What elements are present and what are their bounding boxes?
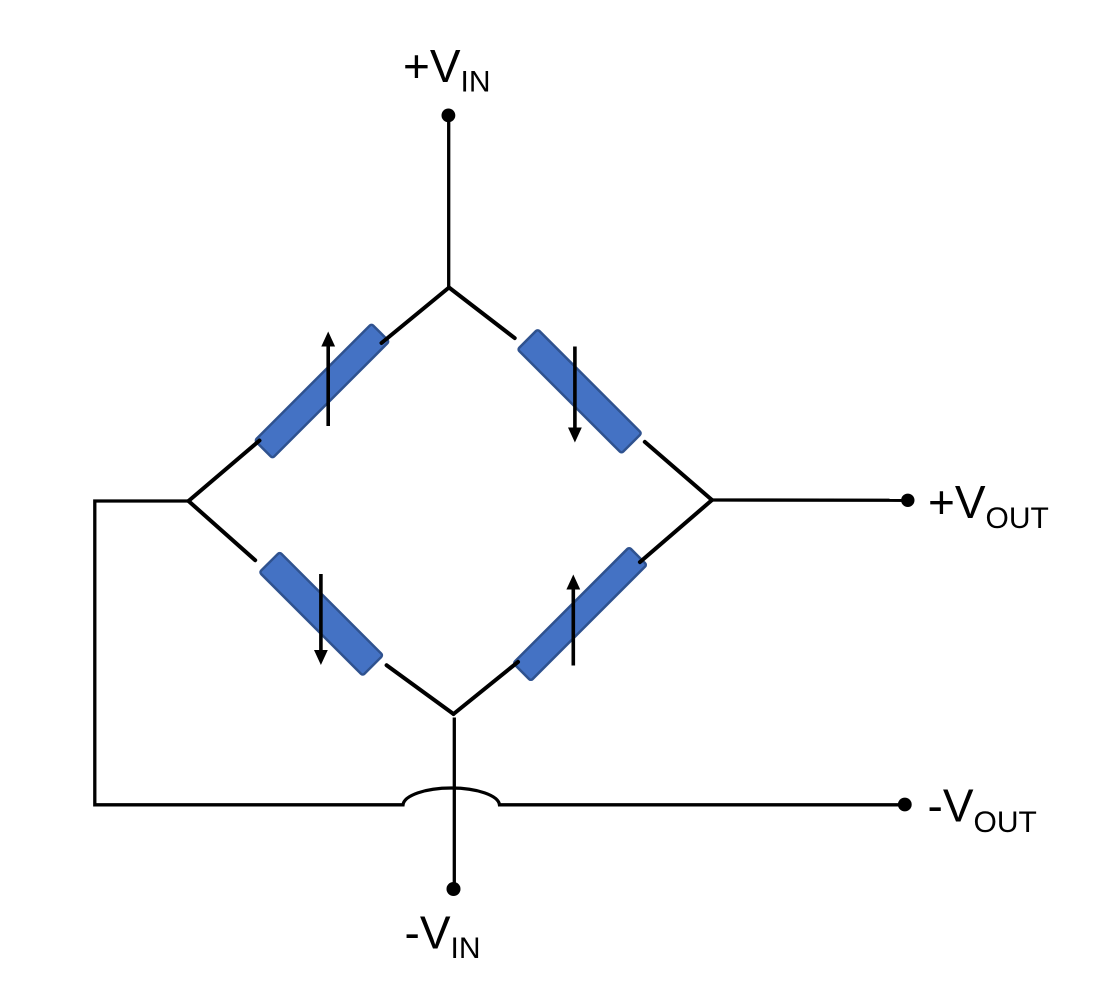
svg-text:+VIN: +VIN [403, 40, 491, 99]
svg-text:-VOUT: -VOUT [928, 780, 1037, 840]
svg-text:+VOUT: +VOUT [928, 476, 1049, 535]
svg-text:-VIN: -VIN [405, 907, 481, 966]
